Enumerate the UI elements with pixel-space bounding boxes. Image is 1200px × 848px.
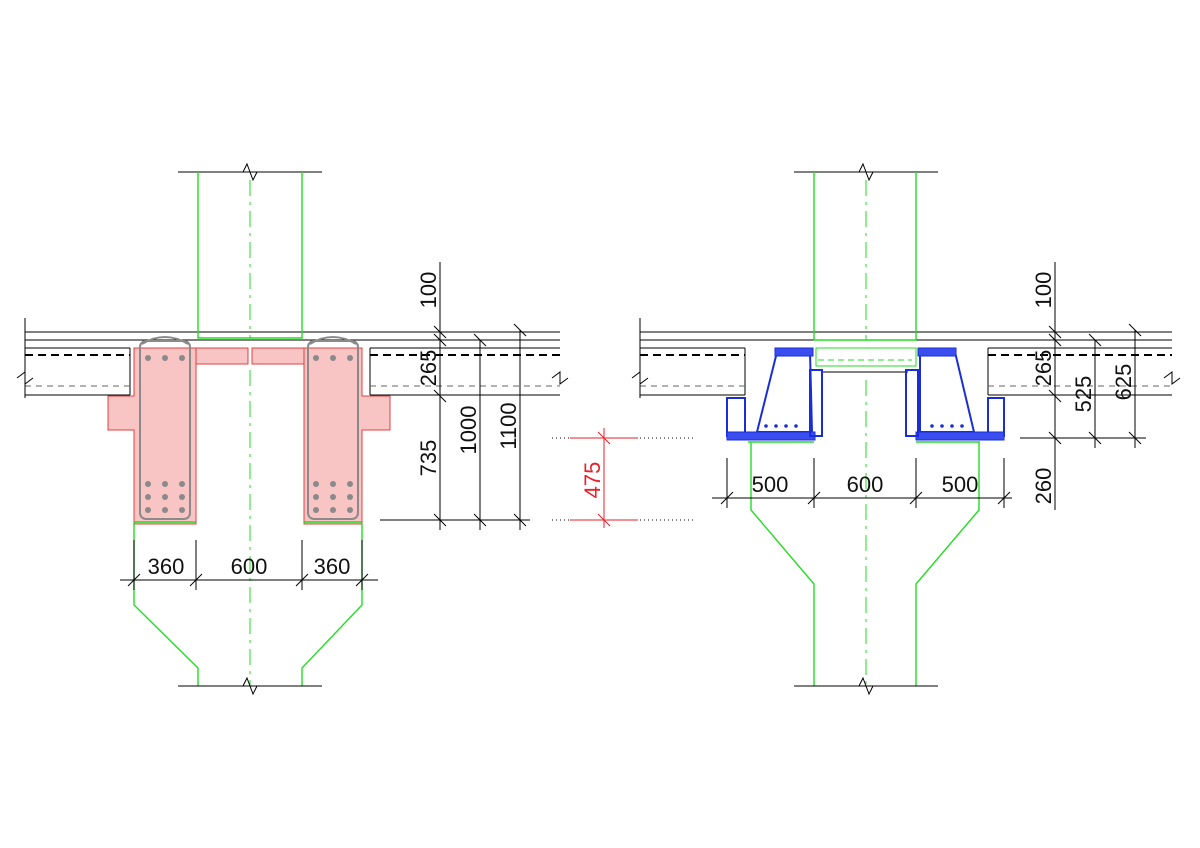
left-dim-bottom-west: 360 [148,554,185,579]
left-rebar-dots [145,355,353,513]
right-dim-bottom-middle: 600 [847,472,884,497]
right-steel-beam-east [905,347,1005,443]
right-dim-bottom-west: 500 [752,472,789,497]
left-slab-infill [195,347,305,365]
right-dim-right-265: 265 [1031,350,1056,387]
right-slab-infill [815,347,917,373]
left-rebar-cage-west [139,336,191,520]
right-detail-steel-beams: 500 600 500 100 265 525 625 260 [631,162,1181,696]
left-upper-column [178,162,322,339]
depth-difference-label: 475 [580,462,605,499]
right-dim-right-525: 525 [1071,376,1096,413]
left-dim-bottom-middle: 600 [231,554,268,579]
right-right-dimension [1020,262,1146,510]
left-dim-right-1100: 1100 [496,402,521,449]
right-dim-right-625: 625 [1111,364,1136,401]
left-dim-right-1000: 1000 [456,406,481,455]
left-right-dimension [380,262,530,530]
right-dim-right-260: 260 [1031,468,1056,505]
right-lower-column [750,380,980,696]
right-dim-bottom-east: 500 [942,472,979,497]
depth-comparison-dimension [552,428,696,528]
right-bottom-dimension [712,458,1012,508]
left-bottom-dimension [120,540,378,590]
left-dim-bottom-east: 360 [314,554,351,579]
left-slab [16,318,569,398]
left-dim-right-735: 735 [416,440,441,477]
right-upper-column [794,162,938,341]
left-rc-beam-west [107,347,197,525]
left-dim-right-265: 265 [416,350,441,387]
left-rebar-cage-east [307,336,359,520]
right-steel-beam-west [726,347,823,443]
right-dim-right-100: 100 [1031,272,1056,309]
left-rc-beam-east [303,347,391,525]
left-dim-right-100: 100 [416,272,441,309]
left-detail-rc-beams: 360 600 360 100 265 735 1000 1100 [16,162,569,696]
